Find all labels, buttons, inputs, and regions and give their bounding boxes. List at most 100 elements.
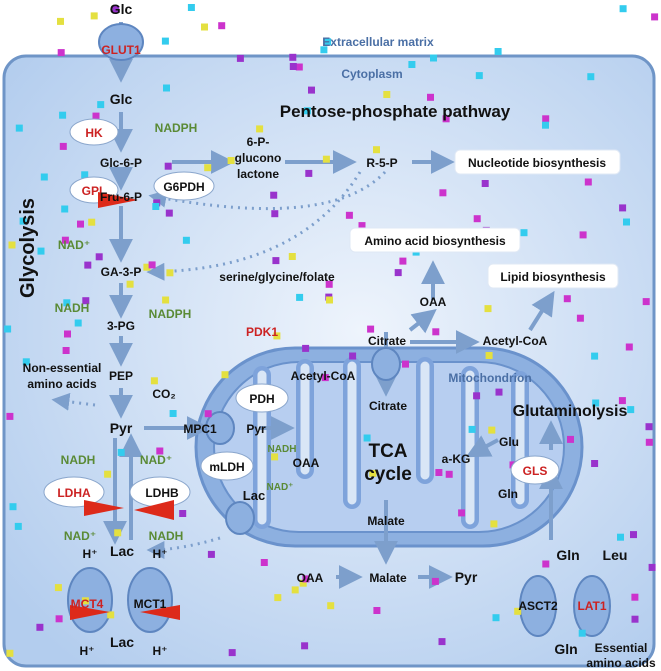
confetti-square — [302, 344, 310, 352]
cofactor-nadh-ga3p: NADH — [55, 301, 90, 315]
metabolite-pyr-mito: Pyr — [246, 422, 266, 436]
confetti-square — [77, 220, 84, 228]
confetti-square — [619, 5, 627, 13]
region-cytoplasm: Cytoplasm — [341, 67, 402, 81]
confetti-square — [431, 577, 439, 585]
confetti-square — [117, 448, 125, 456]
enzyme-hk: HK — [85, 126, 103, 140]
confetti-square — [204, 410, 212, 418]
confetti-square — [631, 615, 639, 623]
cofactor-nad-ldhb: NAD⁺ — [140, 453, 172, 467]
enzyme-mldh: mLDH — [209, 460, 244, 474]
confetti-square — [201, 23, 208, 31]
confetti-square — [631, 593, 639, 601]
confetti-square — [438, 638, 446, 646]
confetti-square — [37, 247, 45, 255]
confetti-square — [514, 607, 522, 615]
confetti-square — [587, 73, 595, 81]
confetti-square — [481, 180, 489, 187]
confetti-square — [8, 241, 16, 249]
enzyme-asct2: ASCT2 — [518, 599, 558, 613]
confetti-square — [148, 261, 156, 269]
confetti-square — [367, 325, 375, 333]
confetti-square — [104, 470, 112, 478]
confetti-square — [61, 205, 69, 213]
confetti-square — [322, 155, 330, 163]
metabolite-acetyl-mito: Acetyl-CoA — [291, 369, 356, 383]
confetti-square — [289, 63, 297, 70]
metabolite-glu: Glu — [499, 435, 519, 449]
confetti-square — [6, 412, 14, 420]
confetti-square — [373, 607, 381, 614]
confetti-square — [161, 37, 169, 45]
confetti-square — [645, 423, 653, 431]
confetti-square — [625, 343, 633, 351]
metabolite-h-out1: H⁺ — [80, 644, 95, 658]
confetti-square — [9, 503, 17, 511]
confetti-square — [291, 586, 299, 594]
confetti-square — [358, 222, 366, 230]
confetti-square — [40, 173, 48, 181]
confetti-square — [302, 575, 310, 583]
confetti-square — [228, 649, 236, 657]
confetti-square — [165, 209, 173, 217]
confetti-square — [218, 22, 226, 30]
metabolite-malate-bottom: Malate — [369, 571, 407, 585]
confetti-square — [236, 54, 244, 62]
confetti-square — [458, 509, 466, 517]
confetti-square — [492, 614, 500, 622]
confetti-square — [163, 84, 170, 92]
confetti-square — [204, 164, 212, 172]
confetti-square — [488, 426, 496, 434]
confetti-square — [256, 125, 264, 133]
confetti-square — [64, 330, 71, 338]
confetti-square — [591, 352, 599, 360]
confetti-square — [435, 469, 443, 476]
biosynthesis-boxes — [349, 149, 621, 289]
confetti-square — [542, 115, 550, 123]
confetti-square — [61, 236, 69, 244]
metabolite-pyr-bottom: Pyr — [455, 569, 478, 585]
confetti-square — [617, 533, 624, 541]
region-tca-2: cycle — [364, 464, 412, 485]
metabolite-co2: CO₂ — [152, 387, 175, 401]
confetti-square — [473, 392, 481, 400]
confetti-square — [22, 358, 30, 366]
labels: Extracellular matrix Cytoplasm Pentose-p… — [17, 1, 656, 670]
metabolite-f6p: Fru-6-P — [100, 190, 142, 204]
confetti-square — [162, 296, 170, 304]
confetti-square — [296, 293, 304, 301]
cofactor-nadh-mito: NADH — [268, 444, 297, 455]
dotted-arrows — [51, 170, 387, 559]
confetti-square — [308, 86, 315, 94]
confetti-square — [402, 360, 409, 368]
box-lipid: Lipid biosynthesis — [500, 270, 606, 284]
box-nucleotide: Nucleotide biosynthesis — [468, 156, 606, 170]
confetti-square — [468, 425, 476, 433]
confetti-square — [274, 594, 282, 602]
confetti-square — [305, 169, 313, 177]
region-tca-1: TCA — [368, 441, 407, 462]
confetti-square — [542, 560, 550, 568]
confetti-square — [152, 203, 160, 210]
metabolite-glc-in: Glc — [110, 91, 133, 107]
metabolite-ga3p: GA-3-P — [101, 265, 142, 279]
confetti-square — [74, 319, 82, 327]
metabolite-leu-in: Leu — [603, 547, 628, 563]
enzyme-pdk1: PDK1 — [246, 325, 278, 339]
confetti-square — [289, 53, 297, 61]
confetti-square — [62, 347, 70, 354]
confetti-dots — [4, 4, 659, 657]
confetti-square — [383, 91, 391, 98]
confetti-square — [567, 435, 574, 443]
confetti-square — [299, 579, 307, 587]
confetti-square — [326, 296, 333, 304]
confetti-square — [88, 218, 96, 226]
confetti-square — [97, 101, 105, 109]
confetti-square — [345, 211, 353, 219]
confetti-square — [107, 611, 115, 619]
confetti-square — [592, 399, 600, 407]
confetti-square — [54, 584, 62, 592]
confetti-square — [373, 146, 380, 154]
